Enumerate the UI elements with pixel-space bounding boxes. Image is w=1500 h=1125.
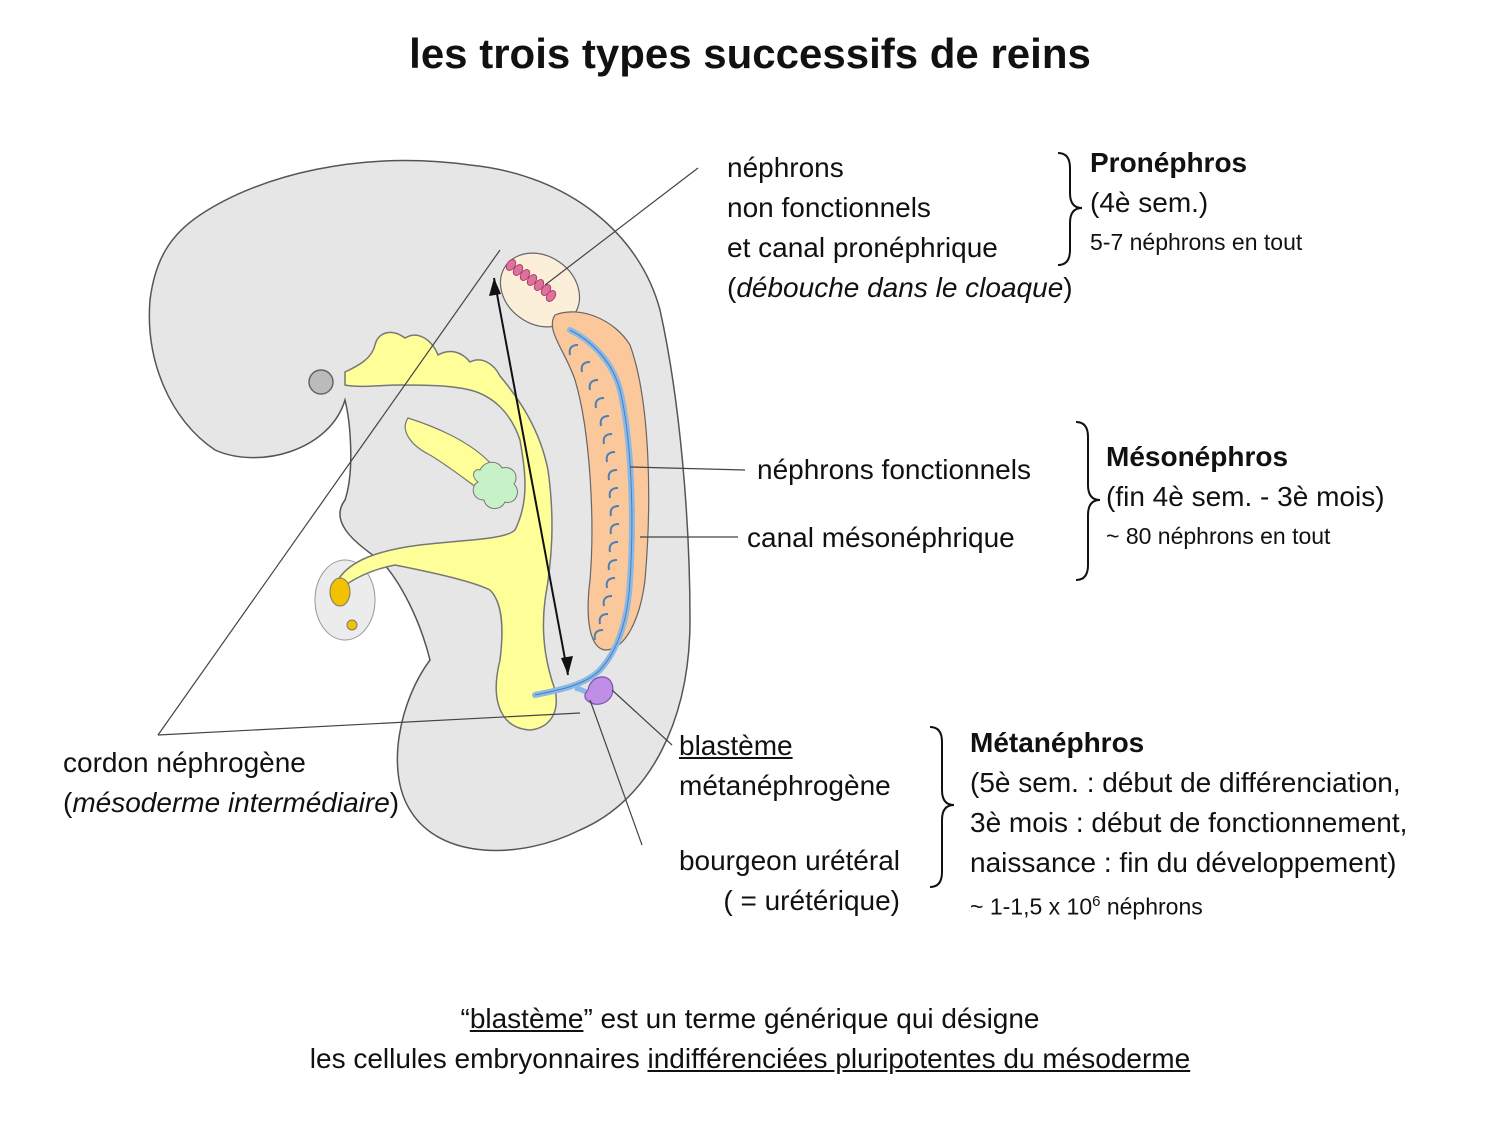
mesonephros-info: Mésonéphros (fin 4è sem. - 3è mois) ~ 80… [1106, 437, 1385, 555]
metanephros-line-1: (5è sem. : début de différenciation, [970, 767, 1401, 798]
blasteme-term-2: métanéphrogène [679, 770, 891, 801]
blasteme-term: blastème [679, 730, 793, 761]
mesonephros-canal-label: canal mésonéphrique [747, 522, 1015, 553]
pronephros-label-line-1: néphrons [727, 152, 844, 183]
count-suffix: néphrons [1100, 893, 1203, 920]
footer-line-1-rest: ” est un terme générique qui désigne [583, 1003, 1040, 1034]
pronephros-label: néphrons non fonctionnels et canal proné… [727, 148, 1073, 308]
arrow-head-top [489, 278, 501, 296]
pronephros-period: (4è sem.) [1090, 187, 1209, 218]
footer-line-2-plain: les cellules embryonnaires [309, 1043, 648, 1074]
mesonephros-period: (fin 4è sem. - 3è mois) [1106, 481, 1385, 512]
cordon-term: cordon néphrogène [63, 747, 306, 778]
mesonephros-count: ~ 80 néphrons en tout [1106, 523, 1331, 549]
metanephros-count: ~ 1-1,5 x 106 néphrons [970, 883, 1407, 926]
bourgeon-term-2: ( = urétérique) [723, 885, 900, 916]
metanephros-line-2: 3è mois : début de fonctionnement, [970, 807, 1408, 838]
arrow-head-bottom [561, 656, 573, 675]
count-exponent: 6 [1092, 893, 1101, 910]
pronephros-label-line-3: et canal pronéphrique [727, 232, 998, 263]
bourgeon-term: bourgeon urétéral [678, 845, 900, 876]
cordon-label: cordon néphrogène (mésoderme intermédiai… [63, 743, 399, 823]
allantois [346, 619, 358, 631]
footer-quote-open: “ [460, 1003, 470, 1034]
pronephros-heading: Pronéphros [1090, 147, 1248, 178]
liver-bud [472, 461, 518, 509]
note-italic: débouche dans le cloaque [736, 272, 1064, 303]
metanephros-line-3: naissance : fin du développement) [970, 847, 1397, 878]
mesonephros-ridge [551, 311, 650, 651]
page-title: les trois types successifs de reins [409, 30, 1091, 77]
footer-line-2: les cellules embryonnaires indifférencié… [0, 1039, 1500, 1079]
mesonephros-nephrons-label: néphrons fonctionnels [757, 454, 1031, 485]
cordon-note-italic: mésoderme intermédiaire [72, 787, 390, 818]
metanephros-heading: Métanéphros [970, 727, 1145, 758]
footer-line-1: “blastème” est un terme générique qui dé… [0, 999, 1500, 1039]
metanephric-blastema [584, 676, 614, 705]
note-open: ( [727, 272, 737, 303]
footer-line-2-underlined: indifférenciées pluripotentes du mésoder… [647, 1043, 1191, 1074]
blasteme-label: blastème métanéphrogène [679, 726, 891, 806]
pronephros-tubules [505, 259, 557, 302]
eye-placode [308, 369, 334, 395]
gut-tube [337, 331, 557, 731]
mesonephric-duct-outline [534, 329, 633, 696]
count-prefix: ~ 1-1,5 x 10 [970, 893, 1093, 920]
pronephros-info: Pronéphros (4è sem.) 5-7 néphrons en tou… [1090, 143, 1302, 261]
braces [929, 152, 1101, 888]
nephrogenic-cord-arrow [493, 277, 569, 676]
mesonephros-heading: Mésonéphros [1106, 441, 1289, 472]
cordon-note: (mésoderme intermédiaire) [63, 783, 399, 823]
pronephros-note: (débouche dans le cloaque) [727, 268, 1073, 308]
brace-metanephros [929, 726, 955, 888]
brace-mesonephros [1075, 421, 1101, 581]
cordon-note-close: ) [389, 787, 400, 818]
yolk-stalk [329, 577, 351, 607]
note-close: ) [1063, 272, 1073, 303]
pronephros-count: 5-7 néphrons en tout [1090, 229, 1303, 255]
cordon-note-open: ( [63, 787, 73, 818]
metanephros-info: Métanéphros (5è sem. : début de différen… [970, 723, 1407, 926]
mesonephric-tubules [568, 344, 620, 641]
pronephros-label-line-2: non fonctionnels [727, 192, 931, 223]
bourgeon-label: bourgeon urétéral ( = urétérique) [654, 841, 900, 921]
leader-lines [157, 167, 746, 846]
brace-pronephros [1057, 152, 1083, 266]
footer-term: blastème [469, 1003, 584, 1034]
